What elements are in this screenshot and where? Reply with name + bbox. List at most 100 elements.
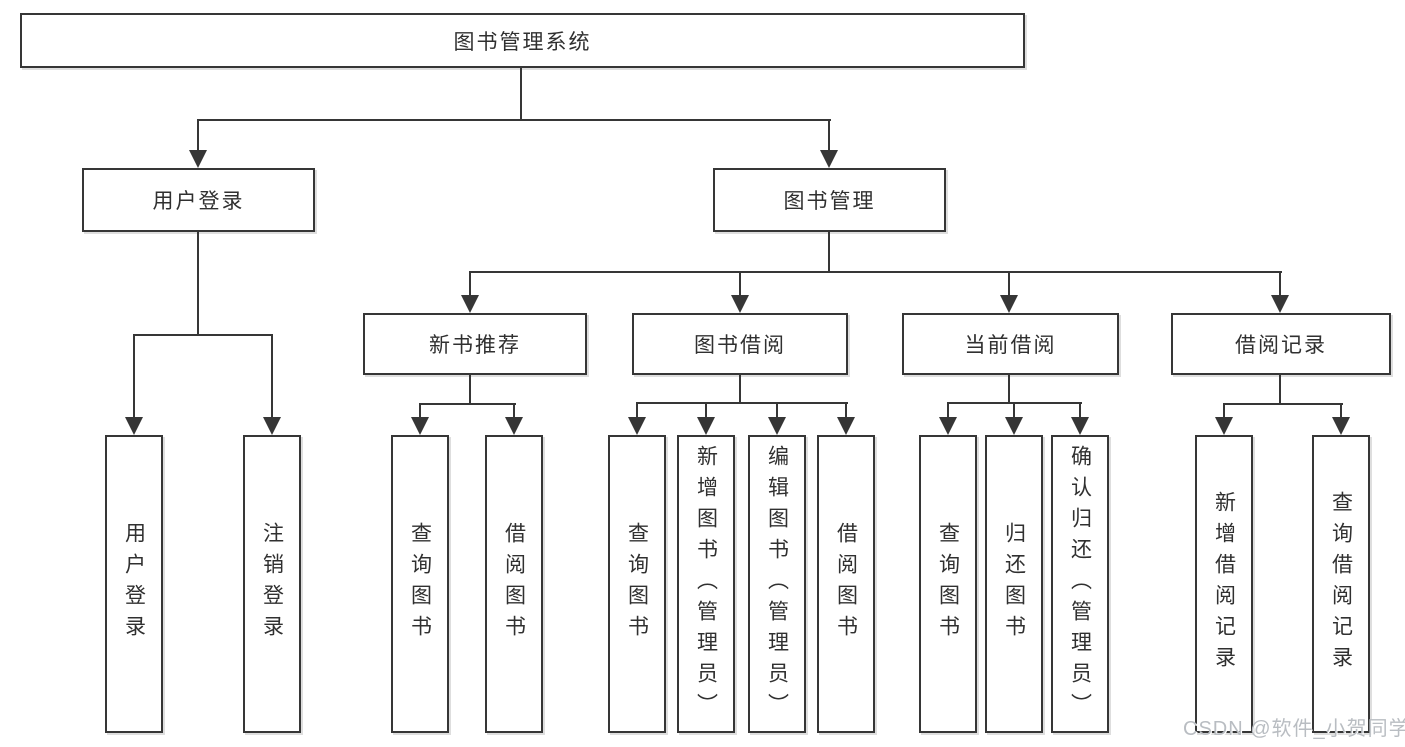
arrow-to-current-borrowing — [1000, 272, 1018, 313]
arrow-head-icon — [1332, 417, 1350, 435]
leaf-edit-book-admin-label: 编辑图书（管理员） — [765, 444, 789, 724]
arrow-to-user-login — [189, 120, 207, 168]
arrow-to-leaf-edit-book-admin — [768, 403, 786, 435]
node-root-label: 图书管理系统 — [453, 30, 592, 54]
arrow-head-icon — [939, 417, 957, 435]
arrow-head-icon — [263, 417, 281, 435]
arrow-to-new-book-recommendation — [461, 272, 479, 313]
node-user-login: 用户登录 — [82, 168, 315, 232]
leaf-add-book-admin: 新增图书（管理员） — [677, 435, 735, 733]
node-book-management-label: 图书管理 — [783, 190, 876, 213]
arrow-head-icon — [505, 417, 523, 435]
leaf-add-borrow-record-label: 新增借阅记录 — [1212, 491, 1236, 677]
leaf-logout-label: 注销登录 — [260, 522, 284, 646]
leaf-user-login-label: 用户登录 — [122, 522, 146, 646]
arrow-head-icon — [837, 417, 855, 435]
arrow-to-book-management — [820, 120, 838, 168]
connector-records-bar — [1223, 403, 1343, 405]
arrow-to-leaf-add-borrow-record — [1215, 404, 1233, 435]
node-current-borrowing: 当前借阅 — [902, 313, 1119, 375]
arrow-to-leaf-confirm-return-admin — [1071, 403, 1089, 435]
arrow-stem — [271, 335, 273, 419]
arrow-stem — [739, 272, 741, 297]
node-borrowing-records: 借阅记录 — [1171, 313, 1391, 375]
node-book-management: 图书管理 — [713, 168, 946, 232]
arrow-to-leaf-borrow-books-recommend — [505, 404, 523, 435]
leaf-query-books-borrowing-label: 查询图书 — [625, 522, 649, 646]
node-new-book-recommendation-label: 新书推荐 — [429, 334, 521, 357]
connector-root-bar — [197, 119, 831, 121]
arrow-stem — [419, 404, 421, 419]
leaf-query-borrow-record-label: 查询借阅记录 — [1329, 491, 1353, 677]
arrow-head-icon — [1000, 295, 1018, 313]
leaf-query-books-current: 查询图书 — [919, 435, 977, 733]
arrow-stem — [1279, 272, 1281, 297]
connector-borrowing-bar — [636, 402, 848, 404]
arrow-stem — [1008, 272, 1010, 297]
watermark-text: CSDN @软件_小贺同学 — [1183, 718, 1405, 740]
arrow-to-leaf-query-books-current — [939, 403, 957, 435]
arrow-to-leaf-query-books-borrowing — [628, 403, 646, 435]
node-book-borrowing: 图书借阅 — [632, 313, 848, 375]
arrow-stem — [776, 403, 778, 419]
connector-root-stem — [520, 68, 522, 120]
arrow-stem — [947, 403, 949, 419]
arrow-to-leaf-logout — [263, 335, 281, 435]
leaf-return-book: 归还图书 — [985, 435, 1043, 733]
arrow-to-leaf-query-books-recommend — [411, 404, 429, 435]
arrow-head-icon — [820, 150, 838, 168]
leaf-edit-book-admin: 编辑图书（管理员） — [748, 435, 806, 733]
leaf-confirm-return-admin: 确认归还（管理员） — [1051, 435, 1109, 733]
leaf-logout: 注销登录 — [243, 435, 301, 733]
arrow-stem — [1079, 403, 1081, 419]
leaf-borrow-books-recommend-label: 借阅图书 — [502, 522, 526, 646]
arrow-to-leaf-query-borrow-record — [1332, 404, 1350, 435]
leaf-query-borrow-record: 查询借阅记录 — [1312, 435, 1370, 733]
connector-recommendation-stem — [469, 374, 471, 405]
arrow-head-icon — [1005, 417, 1023, 435]
arrow-to-borrowing-records — [1271, 272, 1289, 313]
arrow-stem — [1013, 403, 1015, 419]
arrow-to-book-borrowing — [731, 272, 749, 313]
leaf-user-login: 用户登录 — [105, 435, 163, 733]
leaf-query-books-current-label: 查询图书 — [936, 522, 960, 646]
arrow-stem — [636, 403, 638, 419]
arrow-head-icon — [411, 417, 429, 435]
connector-book-management-stem — [828, 232, 830, 272]
node-root: 图书管理系统 — [20, 13, 1025, 68]
arrow-to-leaf-return-book — [1005, 403, 1023, 435]
connector-user-login-bar — [133, 334, 273, 336]
arrow-head-icon — [461, 295, 479, 313]
leaf-add-borrow-record: 新增借阅记录 — [1195, 435, 1253, 733]
connector-current-stem — [1008, 374, 1010, 403]
arrow-head-icon — [125, 417, 143, 435]
arrow-head-icon — [697, 417, 715, 435]
arrow-stem — [845, 403, 847, 419]
leaf-query-books-recommend: 查询图书 — [391, 435, 449, 733]
arrow-stem — [828, 120, 830, 152]
arrow-stem — [197, 120, 199, 152]
node-user-login-label: 用户登录 — [152, 190, 245, 213]
connector-records-stem — [1279, 374, 1281, 405]
node-new-book-recommendation: 新书推荐 — [363, 313, 587, 375]
leaf-query-books-recommend-label: 查询图书 — [408, 522, 432, 646]
leaf-borrow-books-label: 借阅图书 — [834, 522, 858, 646]
leaf-query-books-borrowing: 查询图书 — [608, 435, 666, 733]
arrow-stem — [705, 403, 707, 419]
arrow-head-icon — [189, 150, 207, 168]
node-borrowing-records-label: 借阅记录 — [1235, 334, 1327, 357]
leaf-add-book-admin-label: 新增图书（管理员） — [694, 444, 718, 724]
node-current-borrowing-label: 当前借阅 — [964, 334, 1057, 357]
connector-user-login-stem — [197, 232, 199, 335]
arrow-to-leaf-user-login — [125, 335, 143, 435]
arrow-head-icon — [1071, 417, 1089, 435]
connector-borrowing-stem — [739, 374, 741, 403]
arrow-stem — [133, 335, 135, 419]
arrow-stem — [1223, 404, 1225, 419]
node-book-borrowing-label: 图书借阅 — [694, 334, 786, 357]
leaf-return-book-label: 归还图书 — [1002, 522, 1026, 646]
arrow-to-leaf-borrow-books — [837, 403, 855, 435]
arrow-head-icon — [731, 295, 749, 313]
leaf-confirm-return-admin-label: 确认归还（管理员） — [1068, 444, 1092, 724]
